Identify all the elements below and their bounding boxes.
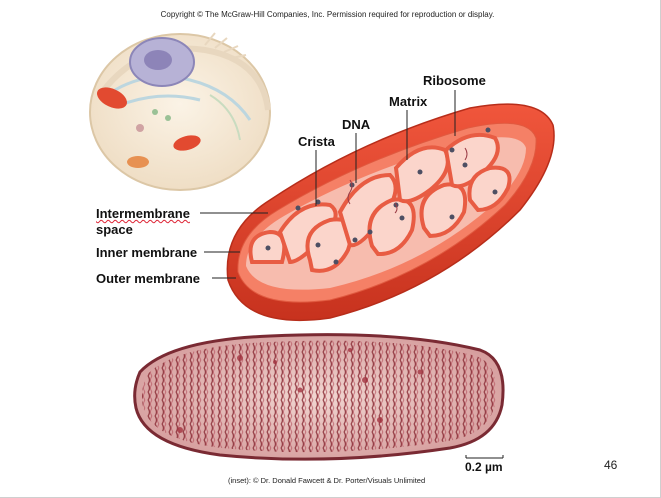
- leader-lines: [200, 90, 456, 279]
- micrograph-inset: [133, 333, 505, 461]
- intermembrane-label-line1: Intermembrane: [96, 206, 190, 221]
- crista-label: Crista: [298, 134, 335, 149]
- scale-bar: [465, 455, 504, 459]
- copyright-notice: Copyright © The McGraw-Hill Companies, I…: [160, 10, 495, 19]
- intermembrane-space-label: Intermembrane space: [96, 206, 190, 238]
- ribosome-label: Ribosome: [423, 73, 486, 88]
- intermembrane-label-line2: space: [96, 222, 133, 237]
- image-credit: (inset): © Dr. Donald Fawcett & Dr. Port…: [228, 476, 426, 485]
- dna-label: DNA: [342, 117, 371, 132]
- scale-bar-label: 0.2 µm: [465, 460, 503, 474]
- matrix-label: Matrix: [389, 94, 428, 109]
- inner-membrane-label: Inner membrane: [96, 245, 198, 260]
- cell-inset: [89, 32, 271, 191]
- outer-membrane-label: Outer membrane: [96, 271, 201, 286]
- mitochondrion-cutaway: [226, 103, 555, 322]
- page-number: 46: [604, 458, 618, 472]
